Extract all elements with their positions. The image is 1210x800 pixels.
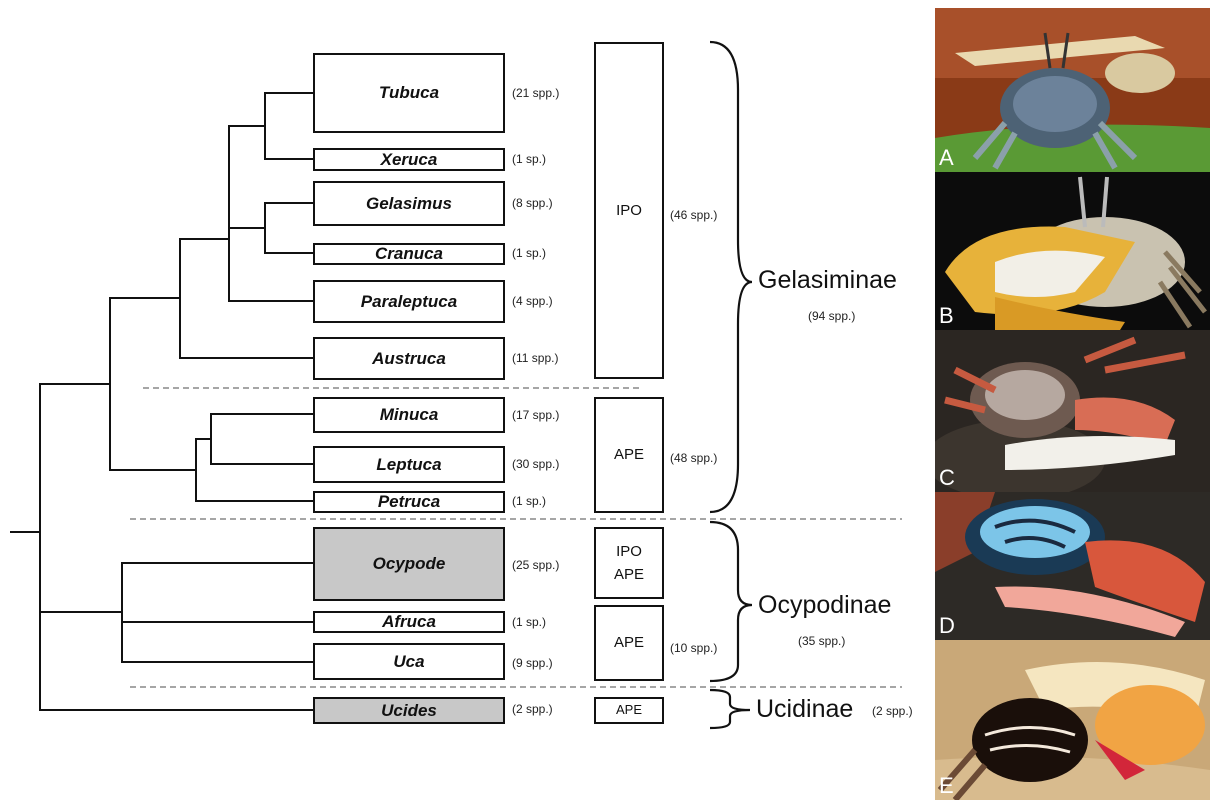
phylogeny-panel: Tubuca Xeruca Gelasimus Cranuca Paralept… — [10, 40, 913, 730]
brace-ucidinae — [709, 688, 751, 730]
species-count: (17 spp.) — [512, 408, 560, 422]
species-count: (25 spp.) — [512, 558, 560, 572]
tree-lines — [10, 40, 902, 730]
species-count: (11 spp.) — [512, 351, 559, 365]
region-box-ipo-ape: IPO APE — [594, 527, 664, 599]
subfamily-label: Gelasiminae — [758, 266, 897, 294]
genus-box-gelasimus: Gelasimus — [313, 181, 505, 226]
branch — [121, 562, 313, 663]
species-count: (1 sp.) — [512, 494, 547, 508]
genus-box-tubuca: Tubuca — [313, 53, 505, 133]
region-box-ape: APE — [594, 397, 664, 513]
crab-photo-d: D — [935, 492, 1210, 640]
genus-box-uca: Uca — [313, 643, 505, 680]
branch — [195, 438, 313, 502]
brace-gelasiminae — [709, 40, 753, 514]
genus-box-minuca: Minuca — [313, 397, 505, 433]
species-count: (1 sp.) — [512, 152, 547, 166]
region-box-ape: APE — [594, 697, 664, 724]
crab-photo-b: B — [935, 172, 1210, 330]
region-box-ipo: IPO — [594, 42, 664, 379]
species-count: (2 spp.) — [512, 702, 553, 716]
crab-photo-c: C — [935, 330, 1210, 492]
branch — [210, 413, 313, 465]
group-total: (48 spp.) — [670, 451, 718, 465]
branch — [109, 297, 196, 471]
branch — [228, 177, 313, 302]
region-label: APE — [613, 566, 644, 583]
genus-box-austruca: Austruca — [313, 337, 505, 380]
photo-label: C — [939, 465, 955, 490]
species-count: (1 sp.) — [512, 246, 547, 260]
region-label: IPO — [616, 542, 642, 560]
genus-box-ocypode: Ocypode — [313, 527, 505, 601]
subfamily-count: (35 spp.) — [798, 634, 846, 648]
branch — [179, 238, 313, 359]
subfamily-label: Ocypodinae — [758, 591, 892, 619]
region-label: APE — [613, 446, 644, 464]
genus-box-cranuca: Cranuca — [313, 243, 505, 265]
region-box-ape: APE — [594, 605, 664, 681]
branch — [39, 383, 313, 711]
photo-label: A — [939, 145, 954, 170]
species-count: (21 spp.) — [512, 86, 560, 100]
subfamily-count: (94 spp.) — [808, 309, 856, 323]
genus-box-ucides: Ucides — [313, 697, 505, 724]
region-label: APE — [613, 634, 644, 652]
genus-box-leptuca: Leptuca — [313, 446, 505, 483]
branch — [264, 202, 313, 254]
photo-label: E — [939, 773, 954, 798]
group-total: (46 spp.) — [670, 208, 718, 222]
species-count: (9 spp.) — [512, 656, 553, 670]
species-count: (30 spp.) — [512, 457, 560, 471]
subfamily-count: (2 spp.) — [872, 704, 913, 718]
brace-ocypodinae — [709, 520, 753, 683]
crab-photo-e: E — [935, 640, 1210, 800]
branch — [264, 92, 313, 160]
genus-box-xeruca: Xeruca — [313, 148, 505, 171]
region-label: IPO — [616, 201, 642, 219]
photo-label: D — [939, 613, 955, 638]
species-count: (8 spp.) — [512, 196, 553, 210]
subfamily-label: Ucidinae — [756, 695, 854, 723]
photo-label: B — [939, 303, 954, 328]
region-label: APE — [615, 702, 642, 718]
species-count: (4 spp.) — [512, 294, 553, 308]
genus-box-afruca: Afruca — [313, 611, 505, 633]
genus-box-petruca: Petruca — [313, 491, 505, 513]
branch — [228, 125, 265, 229]
crab-photo-a: A — [935, 8, 1210, 172]
genus-box-paraleptuca: Paraleptuca — [313, 280, 505, 323]
group-total: (10 spp.) — [670, 641, 718, 655]
species-count: (1 sp.) — [512, 615, 547, 629]
